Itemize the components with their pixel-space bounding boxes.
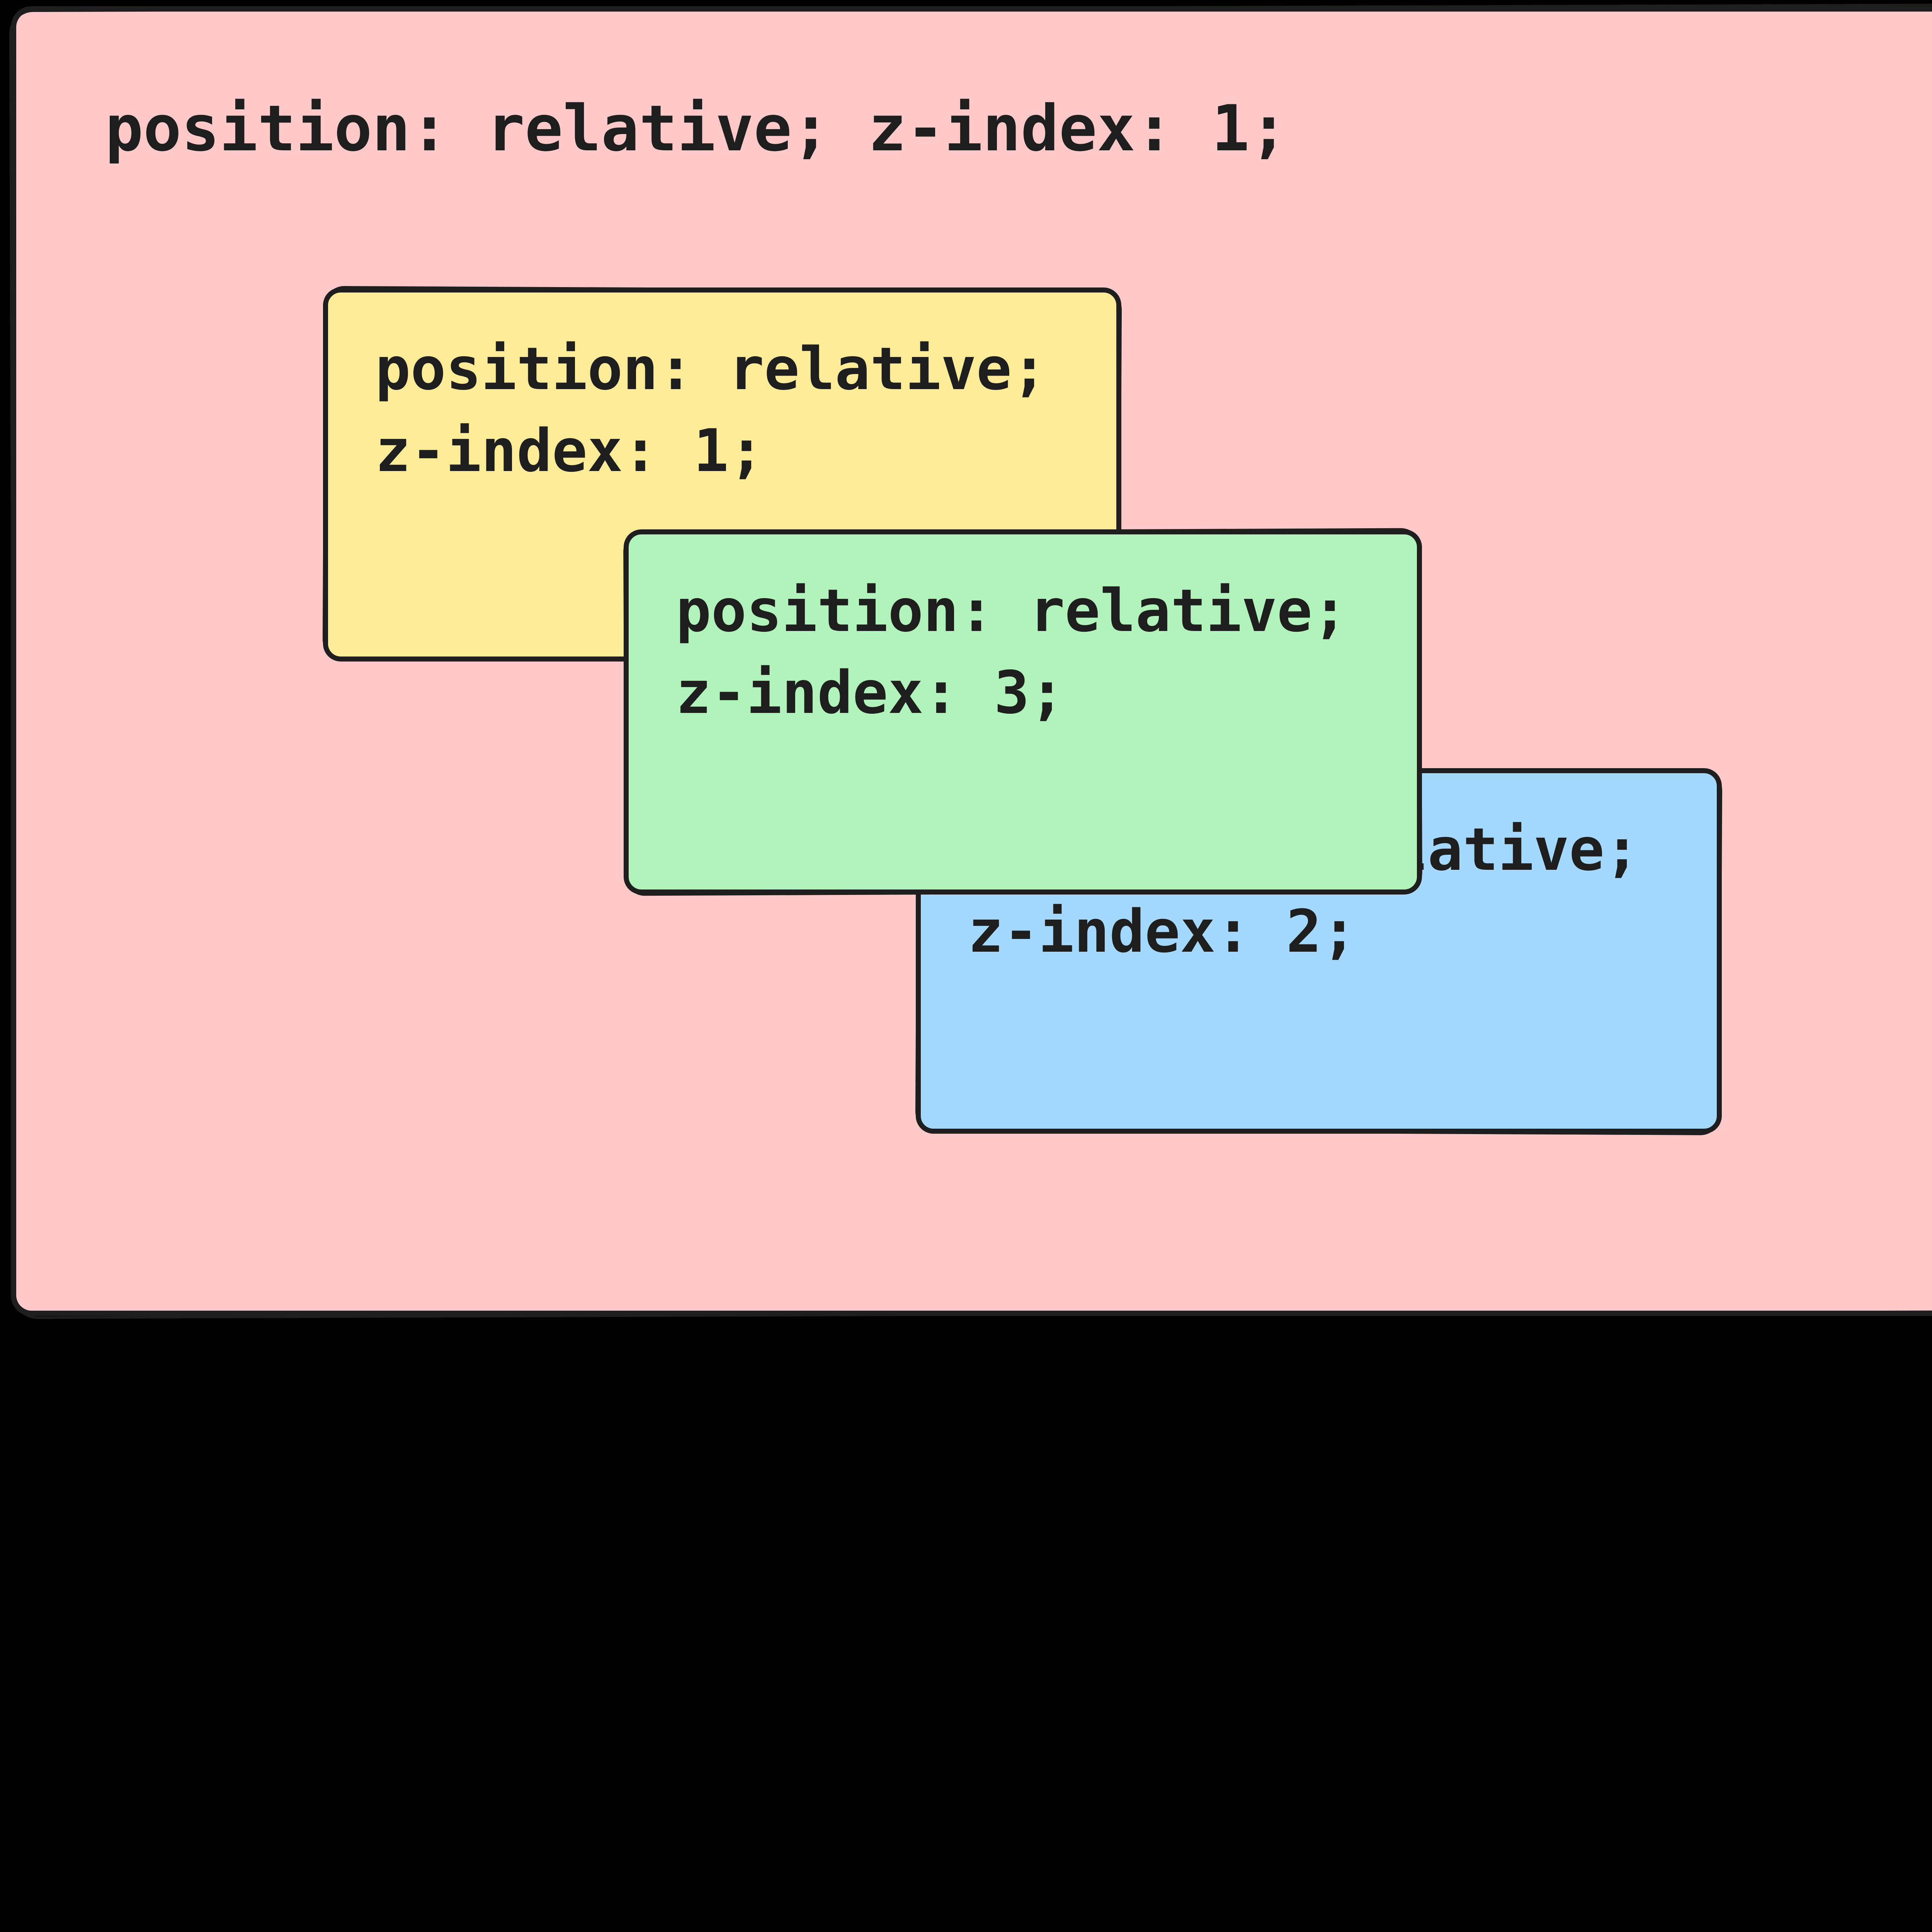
stacking-context-container: position: relative; z-index: 1; position… [11,6,1932,1316]
blue-box-css-line-zindex: z-index: 2; [968,897,1357,966]
container-css-label: position: relative; z-index: 1; [105,92,1288,165]
green-box: position: relative; z-index: 3; [624,529,1422,895]
green-box-css-line-position: position: relative; [676,577,1348,645]
green-box-css-line-zindex: z-index: 3; [676,658,1065,727]
yellow-box-css-line-zindex: z-index: 1; [375,417,764,485]
yellow-box: position: relative; z-index: 1; [323,287,1121,662]
yellow-box-css-line-position: position: relative; [375,335,1047,403]
